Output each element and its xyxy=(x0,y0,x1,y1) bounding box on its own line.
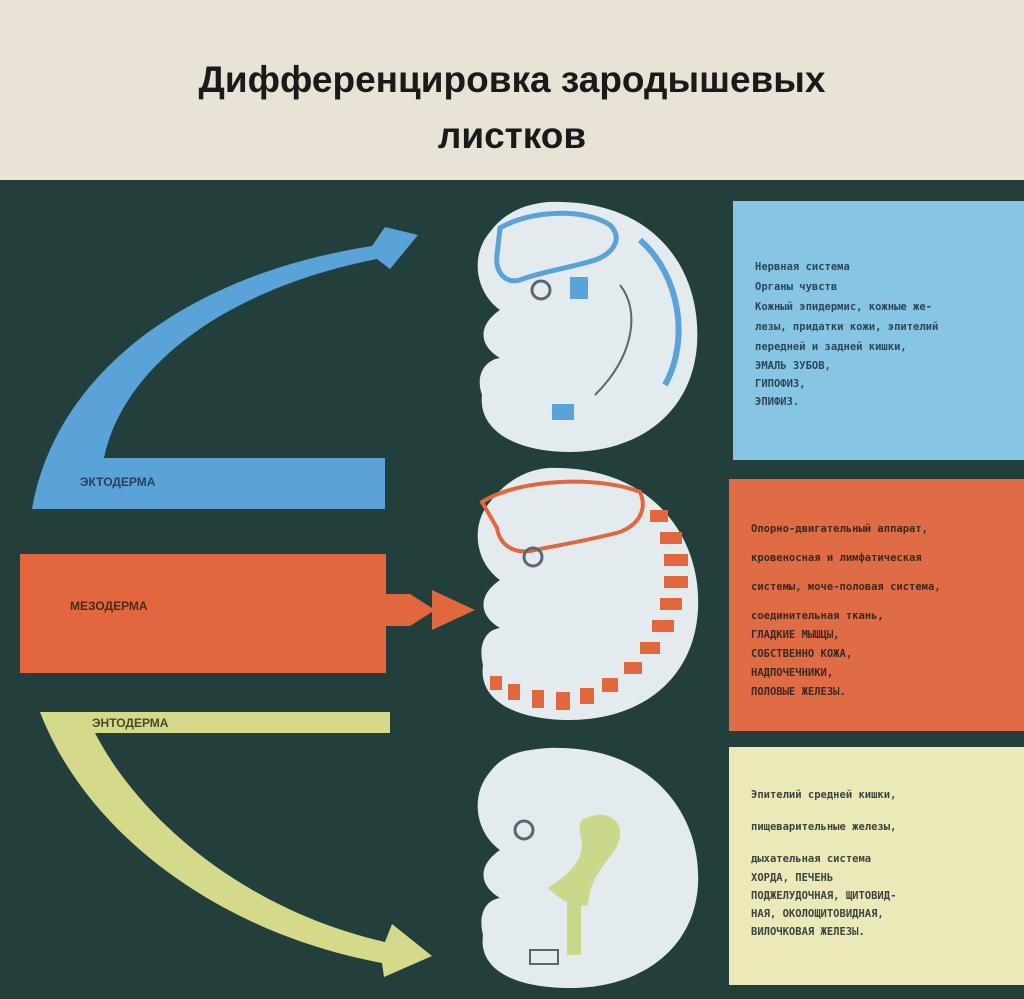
endoderm-item: ВИЛОЧКОВАЯ ЖЕЛЕЗЫ. xyxy=(751,926,865,938)
title-line-1: Дифференцировка зародышевых xyxy=(198,59,826,100)
ectoderm-group: ЭКТОДЕРМА xyxy=(32,227,418,509)
mesoderm-band xyxy=(20,554,386,673)
endoderm-label: ЭНТОДЕРМА xyxy=(92,716,169,730)
ectoderm-item: ГИПОФИЗ, xyxy=(755,378,806,390)
ectoderm-item: передней и задней кишки, xyxy=(755,341,907,353)
mesoderm-item: ГЛАДКИЕ МЫШЦЫ, xyxy=(751,629,840,641)
mesoderm-group: МЕЗОДЕРМА xyxy=(20,554,475,673)
ectoderm-item: лезы, придатки кожи, эпителий xyxy=(755,321,939,333)
mesoderm-derivatives-panel: Опорно-двигательный аппарат, кровеносная… xyxy=(729,479,1024,731)
endoderm-arrow xyxy=(40,712,432,977)
ectoderm-item: Нервная система xyxy=(755,261,850,273)
endoderm-item: пищеварительные железы, xyxy=(751,821,897,833)
page-title: Дифференцировка зародышевых листков xyxy=(0,52,1024,164)
endoderm-item: ХОРДА, ПЕЧЕНЬ xyxy=(751,872,834,884)
ectoderm-arrow xyxy=(32,227,418,509)
embryo-mesoderm-illustration xyxy=(477,467,699,720)
mesoderm-item: НАДПОЧЕЧНИКИ, xyxy=(751,667,834,679)
mesoderm-item: соединительная ткань, xyxy=(751,610,884,622)
ectoderm-item: ЭМАЛЬ ЗУБОВ, xyxy=(755,360,831,372)
mesoderm-item: СОБСТВЕННО КОЖА, xyxy=(751,648,853,660)
endoderm-item: НАЯ, ОКОЛОЩИТОВИДНАЯ, xyxy=(751,908,884,920)
ectoderm-item: Кожный эпидермис, кожные же- xyxy=(755,301,933,313)
diagram-board: ЭКТОДЕРМА МЕЗОДЕРМА ЭНТОДЕРМА xyxy=(0,180,1024,999)
endoderm-derivatives-panel: Эпителий средней кишки, пищеварительные … xyxy=(729,747,1024,985)
ectoderm-item: Органы чувств xyxy=(755,281,838,293)
mesoderm-item: кровеносная и лимфатическая xyxy=(751,552,922,564)
mesoderm-label: МЕЗОДЕРМА xyxy=(70,599,148,613)
mesoderm-arrow-2 xyxy=(432,590,475,630)
title-line-2: листков xyxy=(437,115,587,156)
endoderm-item: дыхательная система xyxy=(751,853,872,865)
embryo-endoderm-illustration xyxy=(477,747,699,988)
endoderm-item: Эпителий средней кишки, xyxy=(751,789,897,801)
endoderm-group: ЭНТОДЕРМА xyxy=(40,712,432,977)
mesoderm-item: Опорно-двигательный аппарат, xyxy=(751,523,929,535)
mesoderm-item: ПОЛОВЫЕ ЖЕЛЕЗЫ. xyxy=(751,686,846,698)
mesoderm-item: системы, моче-половая система, xyxy=(751,581,941,593)
endoderm-item: ПОДЖЕЛУДОЧНАЯ, ЩИТОВИД- xyxy=(751,890,897,902)
ectoderm-derivatives-panel: Нервная система Органы чувств Кожный эпи… xyxy=(733,201,1024,460)
somite-stripes xyxy=(490,510,688,710)
mesoderm-arrow-1 xyxy=(386,594,435,626)
ectoderm-item: ЭПИФИЗ. xyxy=(755,396,800,408)
diagram-graphics: ЭКТОДЕРМА МЕЗОДЕРМА ЭНТОДЕРМА xyxy=(20,201,699,988)
ectoderm-label: ЭКТОДЕРМА xyxy=(80,475,156,489)
embryo-ectoderm-illustration xyxy=(477,201,698,452)
